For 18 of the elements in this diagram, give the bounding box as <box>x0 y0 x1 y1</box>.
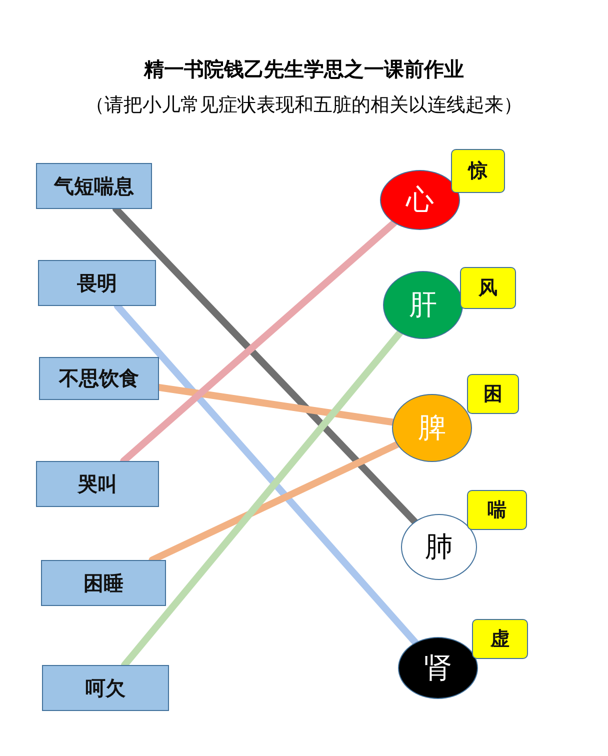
label-tag: 风 <box>460 267 516 309</box>
title: 精一书院钱乙先生学思之一课前作业 <box>142 58 465 83</box>
label-tag: 虚 <box>472 619 528 659</box>
symptom-box: 困睡 <box>41 560 166 606</box>
organ-circle: 肺 <box>401 514 477 580</box>
organ-circle: 脾 <box>392 394 472 462</box>
symptom-box: 畏明 <box>38 260 156 306</box>
label-tag: 喘 <box>467 490 527 530</box>
symptom-box: 气短喘息 <box>36 163 152 209</box>
symptom-box: 呵欠 <box>42 665 169 711</box>
label-tag: 惊 <box>451 149 505 193</box>
label-tag: 困 <box>467 374 519 414</box>
symptom-box: 不思饮食 <box>39 357 159 400</box>
organ-circle: 心 <box>380 170 460 230</box>
organ-circle: 肾 <box>398 637 478 699</box>
organ-circle: 肝 <box>383 271 463 339</box>
instruction-text: （请把小儿常见症状表现和五脏的相关以连线起来） <box>84 94 524 118</box>
symptom-box: 哭叫 <box>36 461 159 507</box>
